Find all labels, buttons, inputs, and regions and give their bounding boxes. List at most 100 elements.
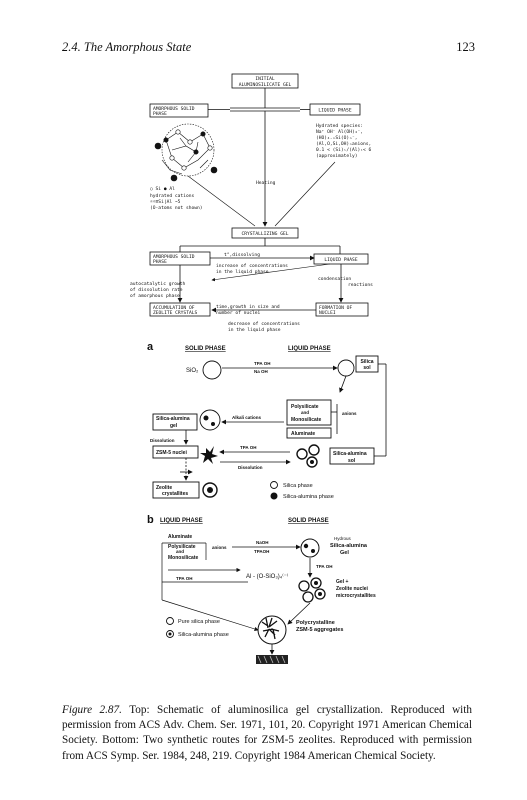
- accumulation-box: [149, 302, 211, 317]
- polycrystalline-aggregate-illustration: [256, 615, 288, 664]
- panel-a-letter: a: [147, 341, 154, 353]
- polysilicate-box: [286, 399, 332, 426]
- zsm5-nuclei-label: ZSM-5 nuclei: [156, 450, 187, 456]
- b-polysilicate-1: Polysilicate: [168, 544, 196, 550]
- formation-nuclei-box: [315, 302, 369, 317]
- aluminate-box: [286, 427, 332, 439]
- hydrated-species-1: Hydrated species:: [316, 123, 363, 129]
- time-growth-label-2: number of nuclei: [216, 310, 260, 316]
- autocatalytic-label-2: of dissolution rate: [130, 287, 183, 293]
- b-aluminate-label: Aluminate: [168, 534, 192, 540]
- dissolving-label: t°,dissolving: [224, 252, 260, 258]
- panel-a-liquid-phase: LIQUID PHASE: [288, 346, 331, 352]
- tpa-oh-2-label: TPA OH: [240, 445, 257, 450]
- hydrated-species-6: (approximately): [316, 153, 358, 159]
- hydrous-gel-particle: [300, 538, 320, 558]
- b-tpaoh-3-label: TPA OH: [176, 576, 193, 581]
- amorphous-solid-2-label-2: PHASE: [153, 259, 167, 265]
- caption-label: Figure 2.87.: [62, 704, 122, 716]
- silica-sol-particle: [337, 359, 355, 377]
- increase-label-1: increase of concentrations: [216, 263, 288, 269]
- legend-cations-3: (O-atoms not shown): [150, 205, 203, 211]
- silica-alumina-gel-particle: [199, 409, 221, 431]
- amorphous-solid-box: [149, 103, 209, 118]
- top-schematic: INITIAL ALUMINOSILICATE GEL AMORPHOUS SO…: [130, 73, 373, 333]
- crystallizing-gel-label: CRYSTALLIZING GEL: [241, 231, 288, 237]
- liquid-phase-label: LIQUID PHASE: [318, 108, 351, 114]
- silica-particle: [202, 360, 222, 380]
- legend-silica: Silica phase: [283, 483, 313, 489]
- al-formula-label: Al - (O-SiO₃)₄⁽⁻⁾: [246, 573, 289, 580]
- b-tpaoh-2-label: TPA OH: [316, 564, 333, 569]
- legend-cations-1: hydrated cations: [150, 193, 194, 199]
- b-polysilicate-2: and: [176, 549, 184, 554]
- legend-cations-2: ☼☼≡Si|Al ~5: [150, 199, 181, 205]
- liquid-phase-2-label: LIQUID PHASE: [324, 257, 357, 263]
- zsm5-nuclei-box: [152, 445, 199, 459]
- polysilicate-label-1: Polysilicate: [291, 404, 319, 410]
- amorphous-solid-label-1: AMORPHOUS SOLID: [153, 106, 195, 112]
- condensation-label-1: condensation: [318, 276, 351, 282]
- hydrous-label-2: Silica-alumina: [330, 543, 368, 549]
- accumulation-label-2: ZEOLITE CRYSTALS: [153, 310, 197, 316]
- silica-alumina-sol-label-2: sol: [348, 458, 356, 464]
- b-naoh-label: NaOH: [256, 540, 269, 545]
- accumulation-label-1: ACCUMULATION OF: [153, 305, 195, 311]
- caption-text: Top: Schematic of aluminosilica gel crys…: [62, 704, 472, 762]
- silica-sol-label-1: Silica: [360, 359, 373, 365]
- figure-2-87: INITIAL ALUMINOSILICATE GEL AMORPHOUS SO…: [130, 73, 387, 664]
- gel-nuclei-label-3: microcrystallites: [336, 593, 376, 599]
- time-growth-label-1: time,growth in size and: [216, 304, 280, 310]
- autocatalytic-label-1: autocatalytic growth: [130, 281, 186, 287]
- silica-alumina-gel-box: [152, 413, 198, 431]
- decrease-label-2: in the liquid phase: [228, 327, 281, 333]
- running-header: 2.4. The Amorphous State: [62, 40, 192, 54]
- legend-silica-alumina: Silica-alumina phase: [283, 494, 334, 500]
- hydrated-species-5: 0.1 < (Si)ₗ/(Al)ₗ< 6: [316, 147, 372, 153]
- panel-b-letter: b: [147, 514, 154, 526]
- b-anions-label: anions: [212, 545, 227, 550]
- condensation-label-2: reactions: [348, 282, 373, 288]
- initial-gel-label-2: ALUMINOSILICATE GEL: [239, 82, 292, 88]
- na-oh-label: Na OH: [254, 369, 268, 374]
- panel-b-liquid-phase: LIQUID PHASE: [160, 518, 203, 524]
- polycrystalline-label-1: Polycrystalline: [296, 620, 335, 626]
- figure-caption: Figure 2.87. Top: Schematic of aluminosi…: [62, 703, 472, 764]
- zeolite-crystallites-label-2: crystallites: [162, 491, 188, 497]
- b-tpaoh-label: TPAOH: [254, 549, 269, 554]
- silica-alumina-sol-label-1: Silica-alumina: [333, 451, 367, 457]
- initial-gel-label-1: INITIAL: [255, 76, 275, 82]
- sio2-label: SiO₂: [186, 368, 199, 374]
- page-number: 123: [456, 40, 475, 54]
- panel-a: a SOLID PHASE LIQUID PHASE SiO₂ TPA OH N…: [147, 341, 387, 500]
- tpa-oh-label: TPA OH: [254, 361, 271, 366]
- legend-si-al: ○ Si ● Al: [150, 186, 175, 192]
- panel-b: b LIQUID PHASE SOLID PHASE Aluminate Pol…: [147, 514, 376, 664]
- dissolution-2-label: Dissolution: [238, 465, 263, 470]
- legend-pure-silica: Pure silica phase: [178, 619, 220, 625]
- heating-label: Heating: [256, 180, 276, 186]
- autocatalytic-label-3: of amorphous phase: [130, 293, 180, 299]
- hydrated-species-3: (HO)₄₋ₙSi(O)ₙ⁻,: [316, 135, 358, 141]
- hydrous-label-3: Gel: [340, 550, 349, 556]
- amorphous-solid-2-label-1: AMORPHOUS SOLID: [153, 254, 195, 260]
- formation-label-2: NUCLEI: [319, 310, 336, 316]
- formation-label-1: FORMATION OF: [319, 305, 352, 311]
- hydrous-label-1: Hydrous: [334, 536, 352, 541]
- gel-nuclei-label-1: Gel +: [336, 579, 348, 585]
- hydrated-species-4: (Al,O,Si,OH)ₙanions,: [316, 141, 371, 147]
- gel-network-illustration: [154, 123, 218, 182]
- zeolite-crystallites-box: [152, 481, 200, 499]
- gel-nuclei-label-2: Zeolite nuclei: [336, 586, 369, 592]
- alkali-cations-label: Alkali cations: [232, 415, 262, 420]
- panel-a-solid-phase: SOLID PHASE: [185, 346, 226, 352]
- zsm5-nuclei-shape: [200, 446, 218, 464]
- decrease-label-1: decrease of concentrations: [228, 321, 300, 327]
- hydrated-species-2: Na⁺ OH⁻ Al(OH)₄⁻,: [316, 129, 363, 135]
- aluminate-label: Aluminate: [291, 431, 315, 437]
- zeolite-crystallites-label-1: Zeolite: [156, 485, 172, 491]
- b-polysilicate-3: Monosilicate: [168, 555, 199, 561]
- polysilicate-label-2: and: [301, 410, 309, 415]
- silica-sol-label-2: sol: [363, 365, 371, 371]
